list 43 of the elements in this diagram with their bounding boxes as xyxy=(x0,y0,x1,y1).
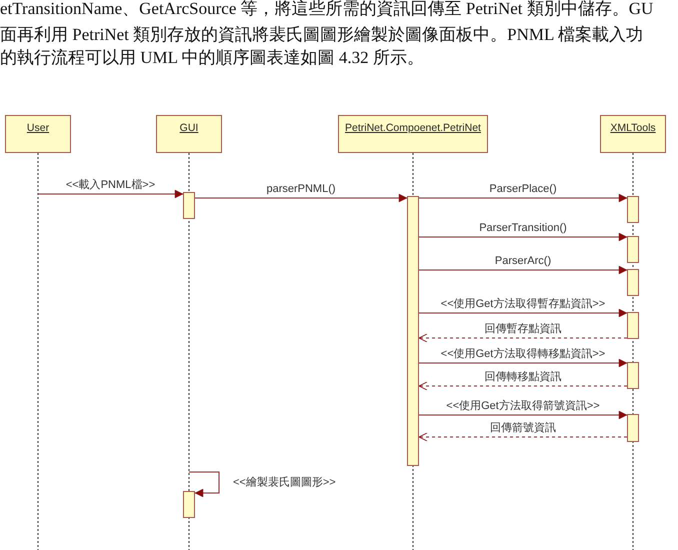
object-box xyxy=(5,115,71,153)
object-box xyxy=(338,115,488,153)
message-label: ParserPlace() xyxy=(488,183,558,196)
message-arrow xyxy=(418,232,628,242)
message-label: 回傳暫存點資訊 xyxy=(484,323,562,336)
return-message-arrow xyxy=(418,334,628,342)
activation-bar xyxy=(183,491,195,518)
activation-bar xyxy=(627,362,639,389)
message-arrow xyxy=(418,194,628,202)
activation-bar xyxy=(627,414,639,442)
body-text: 的執行流程可以用 UML 中的順序圖表達如圖 4.32 所示。 xyxy=(0,47,424,68)
message-label: <<使用Get方法取得暫存點資訊>> xyxy=(440,298,606,311)
activation-bar xyxy=(407,196,419,466)
message-arrow xyxy=(418,410,628,420)
message-arrow xyxy=(418,266,628,274)
message-label: <<繪製裴氏圖圖形>> xyxy=(232,476,337,489)
object-name: User xyxy=(26,122,50,135)
body-text: 面再利用 PetriNet 類別存放的資訊將裴氏圖圖形繪製於圖像面板中。PNML 檔案載入功 xyxy=(0,24,644,45)
message-label: <<使用Get方法取得轉移點資訊>> xyxy=(440,348,606,361)
object-box xyxy=(156,115,222,153)
activation-bar xyxy=(627,269,639,296)
message-label: 回傳箭號資訊 xyxy=(489,422,557,435)
message-arrow xyxy=(418,308,628,318)
message-label: 回傳轉移點資訊 xyxy=(484,371,562,384)
return-message-arrow xyxy=(418,382,628,390)
message-label: ParserArc() xyxy=(494,255,552,268)
return-message-arrow xyxy=(418,432,628,442)
message-arrow xyxy=(418,358,628,368)
object-box xyxy=(600,115,666,153)
message-label: <<使用Get方法取得箭號資訊>> xyxy=(445,400,601,413)
object-name: PetriNet.Compoenet.PetriNet xyxy=(345,122,481,135)
object-name: GUI xyxy=(180,122,198,135)
object-name: XMLTools xyxy=(610,122,656,135)
message-label: parserPNML() xyxy=(265,183,337,196)
message-label: ParserTransition() xyxy=(478,222,568,235)
message-arrow xyxy=(194,194,408,202)
message-arrow xyxy=(38,190,184,198)
message-label: <<載入PNML檔>> xyxy=(64,179,156,192)
self-message-arrow xyxy=(188,472,220,498)
activation-bar xyxy=(627,196,639,223)
activation-bar xyxy=(627,236,639,263)
activation-bar xyxy=(627,312,639,339)
activation-bar xyxy=(183,192,195,219)
